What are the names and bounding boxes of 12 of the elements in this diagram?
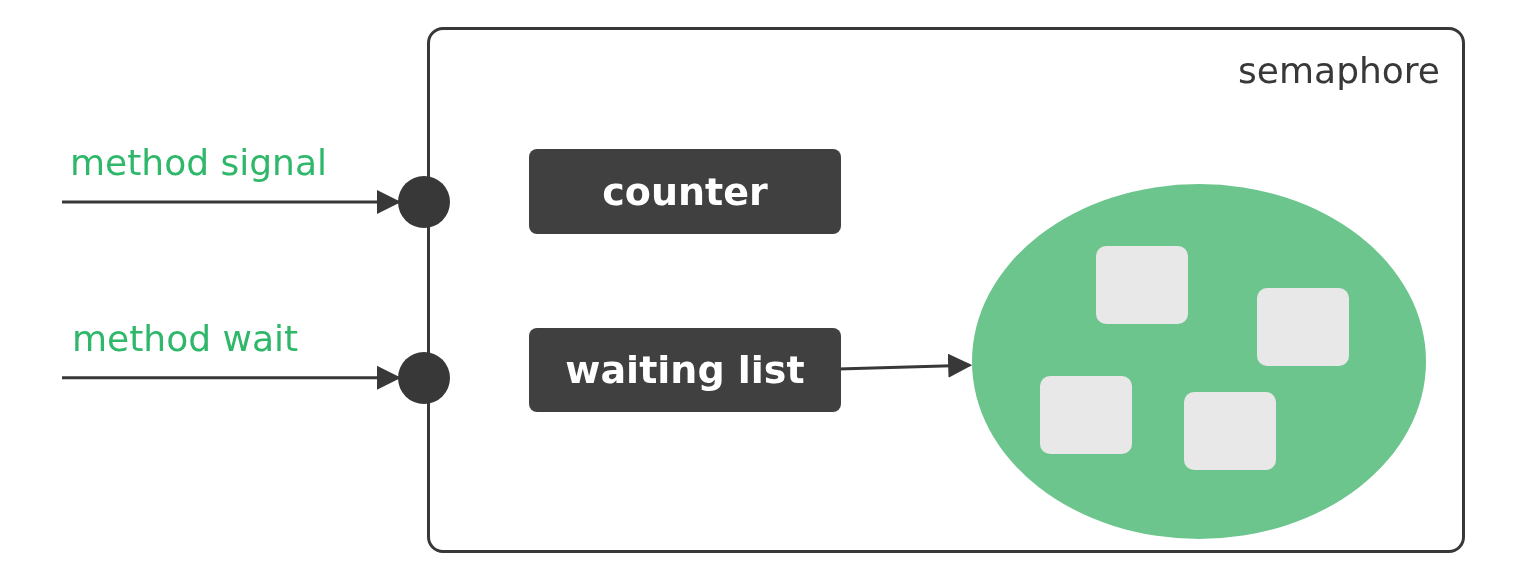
arrow bbox=[62, 365, 401, 390]
field-label: counter bbox=[602, 169, 768, 214]
field-box bbox=[529, 149, 841, 234]
thread-square bbox=[1257, 288, 1349, 366]
arrow bbox=[62, 190, 401, 214]
semaphore-frame bbox=[427, 27, 1465, 553]
thread-square bbox=[1040, 376, 1132, 454]
field-box bbox=[529, 328, 841, 412]
frame-title: semaphore bbox=[1238, 50, 1440, 91]
thread-square bbox=[1096, 246, 1188, 324]
field-label: waiting list bbox=[565, 348, 805, 392]
thread-square bbox=[1184, 392, 1276, 470]
